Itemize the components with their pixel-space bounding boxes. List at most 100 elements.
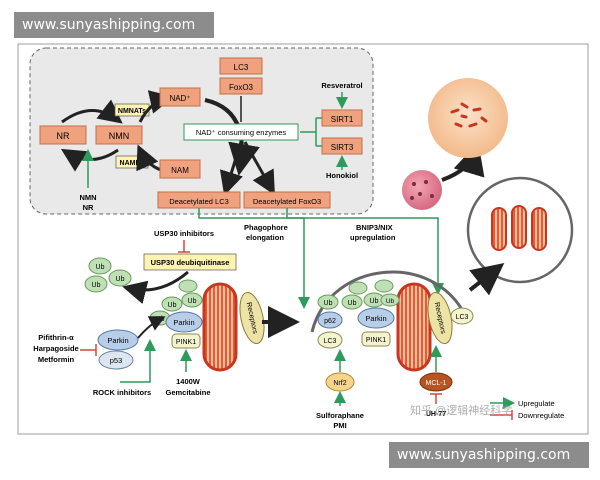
sirt-bracket — [300, 118, 317, 146]
right-parkin-label: Parkin — [365, 314, 386, 323]
right-lc3: LC3 — [450, 307, 474, 325]
nad-consuming-enzymes-label: NAD⁺ consuming enzymes — [196, 128, 286, 137]
right-ub-c: Ub — [370, 298, 379, 305]
left-ub-b: Ub — [188, 298, 197, 305]
bnip3-label-2: upregulation — [350, 233, 396, 242]
bnip3-label-1: BNIP3/NIX — [356, 223, 393, 232]
resveratrol-label: Resveratrol — [321, 81, 362, 90]
usp30-to-ub-arrow — [122, 270, 189, 305]
autophagosome — [466, 176, 574, 284]
nrf2-label: Nrf2 — [333, 380, 346, 387]
nr-to-nmn-arrow — [61, 99, 123, 124]
left-parkin-label: Parkin — [173, 318, 194, 327]
right-ub-b: Ub — [348, 300, 357, 307]
nr-box: NR — [39, 125, 87, 145]
sirt3-label: SIRT3 — [331, 143, 354, 152]
sirt1-box: SIRT1 — [321, 109, 363, 127]
gemcitabine-label: Gemcitabine — [165, 388, 210, 397]
left-ub-a: Ub — [168, 302, 177, 309]
right-ub-a: Ub — [324, 300, 333, 307]
lysosome-vesicle — [402, 170, 442, 210]
zhihu-watermark: 知乎 @逻辑神经科学 — [410, 403, 512, 417]
complex-parkin-label: Parkin — [107, 336, 128, 345]
p53-inhibit-line — [80, 344, 97, 356]
foxo3-top-box: FoxO3 — [219, 77, 263, 95]
parkin-p53-complex: Parkin p53 — [97, 329, 139, 370]
pmi-label: PMI — [333, 421, 346, 430]
left-receptors: Receptors — [239, 291, 265, 345]
usp30-inhibit-line — [178, 240, 190, 253]
honokiol-label: Honokiol — [326, 171, 358, 180]
uh77-label: UH-77 — [426, 411, 446, 418]
ub-1-label: Ub — [96, 264, 105, 271]
right-pink1-label: PINK1 — [366, 337, 386, 344]
w1400-label: 1400W — [176, 377, 201, 386]
nampt-label: NAMPT — [120, 160, 146, 167]
nmn-input-label: NMN — [79, 193, 96, 202]
enzymes-to-deacetylated-arrow — [219, 141, 243, 196]
nmn-box: NMN — [95, 125, 143, 145]
metformin-label: Metformin — [38, 355, 75, 364]
usp30-label: USP30 deubiquitinase — [151, 258, 230, 267]
legend-downregulate-label: Downregulate — [518, 411, 564, 420]
nam-box: NAM — [159, 159, 201, 179]
rock-inhibitors-label: ROCK inhibitors — [93, 388, 151, 397]
right-mitochondrion — [396, 282, 432, 372]
mcl1-box: MCL-1 — [419, 372, 453, 392]
nmnats-label: NMNATs — [118, 108, 146, 115]
sulforaphane-label: Sulforaphane — [316, 411, 364, 420]
watermark-top: www.sunyashipping.com — [14, 12, 214, 38]
deacetylated-foxo3-label: Deacetylated FoxO3 — [253, 197, 321, 206]
left-pink1-label: PINK1 — [176, 339, 196, 346]
enzymes-to-foxo3-arrow — [243, 141, 275, 196]
deacetylated-lc3-box: Deacetylated LC3 — [157, 191, 241, 209]
harpagoside-label: Harpagoside — [33, 344, 78, 353]
nrf2-box: Nrf2 — [325, 372, 355, 392]
ub-3-label: Ub — [116, 276, 125, 283]
phagophore-label-2: elongation — [246, 233, 284, 242]
nmnats-box: NMNATs — [114, 103, 150, 117]
phagophore-line — [198, 208, 310, 309]
left-pink1: PINK1 — [171, 333, 201, 349]
rock-arrow — [120, 339, 156, 383]
nam-label: NAM — [171, 166, 189, 175]
left-mitochondrion — [202, 282, 238, 372]
uh77-inhibit-line — [430, 393, 442, 404]
nad-box: NAD⁺ — [159, 87, 201, 107]
sirt3-box: SIRT3 — [321, 137, 363, 155]
right-p62: p62 — [317, 311, 343, 329]
deacetylated-foxo3-box: Deacetylated FoxO3 — [243, 191, 331, 209]
free-ub-cluster: Ub Ub Ub — [84, 257, 132, 293]
lc3-top-label: LC3 — [234, 63, 249, 72]
pifithrin-label: Pifithrin-α — [38, 333, 74, 342]
sirt1-bracket-line — [316, 117, 322, 147]
right-lc3-left-label: LC3 — [324, 338, 337, 345]
nr-input-label: NR — [83, 203, 94, 212]
right-lc3-label: LC3 — [456, 314, 469, 321]
sirt1-label: SIRT1 — [331, 115, 354, 124]
nad-consuming-enzymes-box: NAD⁺ consuming enzymes — [183, 123, 299, 141]
nad-to-nam-arrow — [204, 98, 260, 176]
lc3-top-box: LC3 — [219, 57, 263, 75]
usp30-box: USP30 deubiquitinase — [143, 253, 237, 271]
figure-border — [17, 43, 589, 435]
ub-2-label: Ub — [92, 282, 101, 289]
mcl1-label: MCL-1 — [425, 380, 446, 387]
right-p62-label: p62 — [324, 318, 336, 325]
phagophore-label-1: Phagophore — [244, 223, 288, 232]
bnip3-line — [286, 208, 444, 295]
deacetylated-lc3-label: Deacetylated LC3 — [169, 197, 229, 206]
right-parkin: Parkin — [357, 307, 395, 329]
right-ub-chain: Ub Ub Ub Ub — [317, 279, 400, 310]
legend-upregulate-label: Upregulate — [518, 399, 555, 408]
nmn-label: NMN — [109, 131, 130, 141]
legend-downregulate-line — [490, 410, 513, 420]
usp30-inhibitors-label: USP30 inhibitors — [154, 229, 214, 238]
fusion-arrow — [468, 263, 505, 296]
nr-label: NR — [57, 131, 70, 141]
watermark-bottom: www.sunyashipping.com — [389, 442, 589, 468]
complex-p53-label: p53 — [110, 356, 123, 365]
right-ub-d: Ub — [386, 298, 395, 305]
right-pink1: PINK1 — [361, 331, 391, 347]
